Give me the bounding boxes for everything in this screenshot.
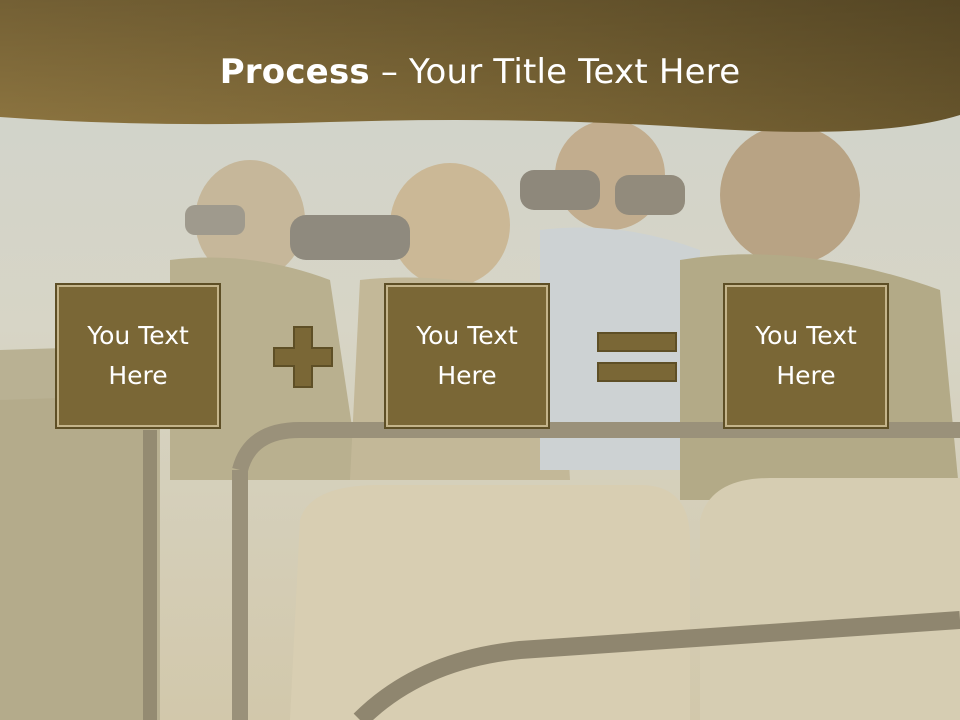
process-box-3[interactable]: You Text Here <box>723 283 889 429</box>
process-box-1-label: You Text Here <box>87 321 189 390</box>
process-box-3-label: You Text Here <box>755 321 857 390</box>
title-bold-text: Process <box>219 52 370 92</box>
process-box-1[interactable]: You Text Here <box>55 283 221 429</box>
process-box-2-label: You Text Here <box>416 321 518 390</box>
title-banner <box>0 0 960 132</box>
plus-icon <box>273 326 333 388</box>
title-rest-text: – Your Title Text Here <box>369 52 741 92</box>
slide-title: Process – Your Title Text Here <box>0 52 960 92</box>
equals-icon <box>597 332 677 382</box>
process-box-2[interactable]: You Text Here <box>384 283 550 429</box>
